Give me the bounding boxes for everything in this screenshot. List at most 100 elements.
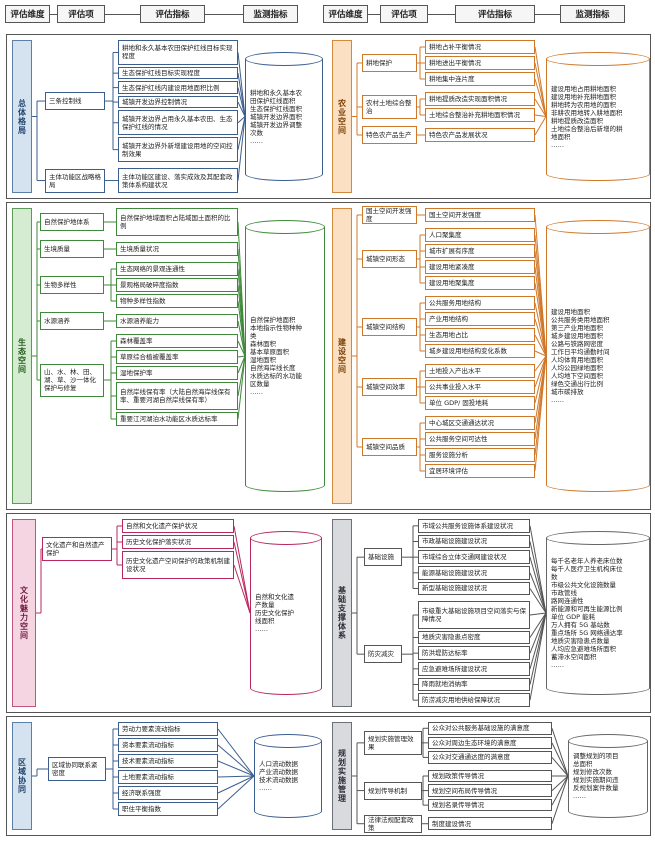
header-right-3: 监测指标: [560, 5, 625, 23]
item-1-0-2: 生物多样性: [40, 276, 104, 294]
header-left-0: 评估维度: [5, 5, 50, 23]
dimension-1-1: 建设空间: [332, 208, 352, 504]
section-frame-1: [6, 202, 651, 510]
indicator-1-1-4-2: 服务设施分析: [425, 448, 535, 462]
indicator-1-0-4-1: 草原综合植被覆盖率: [116, 350, 238, 364]
indicator-3-1-0-2: 公众对交通通达度的满意度: [428, 751, 552, 764]
indicator-3-1-1-2: 规划名录传导情况: [428, 798, 552, 812]
item-3-1-1: 规划传导机制: [364, 781, 422, 800]
cylinder-top: [245, 220, 325, 234]
item-3-1-0: 规划实施管理效果: [364, 730, 422, 755]
indicator-1-1-3-0: 土地投入产出水平: [425, 364, 535, 378]
indicator-1-0-3-0: 水源涵养能力: [116, 314, 238, 328]
monitor-cylinder-2-1: 每千名老年人养老床位数 每千人医疗卫生机构床位 数 市级公共文化设施数量 市政管…: [546, 531, 650, 695]
indicator-0-0-0-1: 生态保护红线目标实现程度: [118, 66, 238, 80]
cylinder-body: [546, 59, 650, 174]
indicator-3-1-1-0: 规划政策传导情况: [428, 769, 552, 783]
dimension-0-1: 农业空间: [332, 40, 352, 193]
item-3-0-0: 区域协同联系紧密度: [48, 757, 106, 781]
cylinder-top: [546, 52, 650, 66]
indicator-0-0-0-2: 生态保护红线内建设用地面积比例: [118, 81, 238, 94]
indicator-2-1-1-1: 地质灾害隐患点密度: [418, 630, 530, 645]
indicator-1-1-3-2: 单位 GDP/ 固投地耗: [425, 396, 535, 410]
item-1-0-1: 生境质量: [40, 240, 104, 258]
indicator-2-1-0-1: 市政基础设施建设状况: [418, 534, 530, 549]
section-frame-3: [6, 716, 651, 836]
monitor-indicators-text: 建设用地占用耕地面积 建设用地补充耕地面积 耕地转为农用地的面积 非耕农用地转入…: [551, 84, 623, 149]
indicator-1-1-4-3: 宜居环境评估: [425, 464, 535, 478]
item-0-1-1: 农村土地综合整治: [362, 95, 417, 119]
monitor-indicators-text: 人口流动数据 产业流动数据 技术流动数据 ……: [259, 760, 298, 792]
cylinder-body: [546, 538, 650, 688]
indicator-1-1-2-2: 生态用地占比: [425, 328, 535, 342]
item-1-1-3: 城镇空间效率: [362, 378, 417, 396]
indicator-1-0-0-0: 自然保护地域面积占陆域国土面积的比例: [116, 208, 238, 236]
monitor-cylinder-1-1: 建设用地面积 公共服务类用地面积 第三产业用地面积 城乡建设用地面积 公路与铁路…: [546, 220, 650, 492]
indicator-2-1-1-4: 降雨就地消纳率: [418, 677, 530, 692]
indicator-0-1-0-1: 耕地进出平衡情况: [425, 56, 535, 70]
item-2-1-0: 基础设施: [364, 548, 402, 567]
item-1-1-1: 城镇空间形态: [362, 250, 417, 268]
indicator-1-1-2-3: 城乡建设用地结构变化系数: [425, 344, 535, 358]
cylinder-body: [254, 741, 322, 811]
indicator-0-1-2-0: 特色农产品发展状况: [425, 128, 535, 142]
indicator-2-1-1-2: 防洪堤防达标率: [418, 646, 530, 660]
indicator-0-1-0-0: 耕地占补平衡情况: [425, 40, 535, 54]
monitor-cylinder-0-0: 耕地和永久基本农 田保护红线面积 生态保护红线面积 城镇开发边界面积 城镇开发边…: [245, 52, 323, 181]
indicator-0-0-1-0: 主体功能区建设、落实成效及其配套政策体系构建状况: [118, 168, 238, 193]
indicator-2-0-0-1: 历史文化保护落实状况: [122, 535, 234, 549]
cylinder-body: [245, 227, 325, 485]
indicator-1-1-2-0: 公共服务用地结构: [425, 296, 535, 310]
indicator-1-1-2-1: 产业用地结构: [425, 312, 535, 326]
cylinder-body: [250, 538, 322, 688]
indicator-1-1-0-0: 国土空间开发强度: [425, 208, 535, 222]
item-1-1-2: 城镇空间结构: [362, 318, 417, 336]
indicator-0-1-1-0: 耕地提质改造实现面积情况: [425, 92, 535, 106]
indicator-2-1-1-0: 市级重大基础设施项目空间落实与保障情况: [418, 601, 530, 629]
monitor-indicators-text: 耕地和永久基本农 田保护红线面积 生态保护红线面积 城镇开发边界面积 城镇开发边…: [250, 88, 302, 145]
indicator-2-1-0-3: 能源基础设施建设状况: [418, 566, 530, 580]
monitor-cylinder-3-0: 人口流动数据 产业流动数据 技术流动数据 ……: [254, 734, 322, 818]
cylinder-body: [568, 741, 648, 811]
indicator-1-1-1-2: 建设用地紧凑度: [425, 260, 535, 274]
item-0-1-2: 特色农产品生产: [362, 126, 417, 144]
indicator-2-1-0-0: 市域公共服务设施体系建设状况: [418, 519, 530, 533]
dimension-1-0: 生态空间: [12, 208, 32, 504]
dimension-3-1: 规划实施管理: [332, 722, 352, 830]
indicator-1-1-3-1: 公共事业投入水平: [425, 380, 535, 394]
indicator-3-0-0-0: 劳动力要素流动指标: [118, 722, 218, 736]
item-0-0-1: 主体功能区战略格局: [45, 168, 105, 193]
indicator-0-1-0-2: 耕地集中连片度: [425, 72, 535, 86]
monitor-indicators-text: 调整规划的项目 总面积 规划修改次数 规划实施期间违 反规划案件数量 ……: [573, 752, 619, 800]
indicator-1-1-4-1: 公共服务空间可达性: [425, 432, 535, 446]
cylinder-body: [245, 59, 323, 174]
section-frame-2: [6, 513, 651, 713]
indicator-1-0-4-0: 森林覆盖率: [116, 334, 238, 348]
dimension-2-1: 基础支撑体系: [332, 519, 352, 707]
monitor-indicators-text: 自然和文化遗 产数量 历史文化保护 线面积 ……: [255, 593, 294, 633]
indicator-3-0-0-1: 资本要素流动指标: [118, 738, 218, 752]
indicator-1-0-4-3: 自然岸线保有率（大陆自然海岸线保有率、重要河湖自然岸线保有率）: [116, 382, 238, 410]
indicator-1-1-4-0: 中心城区交通通达状况: [425, 416, 535, 430]
indicator-0-0-0-5: 城镇开发边界外新增建设用地的空间控制效果: [118, 137, 238, 163]
item-1-0-3: 水源涵养: [40, 312, 104, 330]
monitor-indicators-text: 每千名老年人养老床位数 每千人医疗卫生机构床位 数 市级公共文化设施数量 市政管…: [551, 557, 623, 669]
section-frame-0: [6, 34, 651, 199]
indicator-0-1-1-1: 土地综合整治补充耕地面积情况: [425, 108, 535, 122]
indicator-0-0-0-0: 耕地和永久基本农田保护红线目标实现程度: [118, 40, 238, 65]
dimension-0-0: 总体格局: [12, 40, 32, 193]
indicator-1-0-2-0: 生态网络的景观连通性: [116, 262, 238, 276]
cylinder-top: [546, 220, 650, 234]
indicator-1-1-1-3: 建设用地聚集度: [425, 276, 535, 290]
indicator-1-0-4-2: 湿地保护率: [116, 366, 238, 380]
monitor-cylinder-2-0: 自然和文化遗 产数量 历史文化保护 线面积 ……: [250, 531, 322, 695]
dimension-2-0: 文化魅力空间: [12, 519, 36, 707]
item-1-1-0: 国土空间开发强度: [362, 206, 417, 224]
indicator-3-0-0-4: 经济联系强度: [118, 786, 218, 800]
header-left-3: 监测指标: [243, 5, 298, 23]
monitor-cylinder-3-1: 调整规划的项目 总面积 规划修改次数 规划实施期间违 反规划案件数量 ……: [568, 734, 648, 818]
monitor-cylinder-1-0: 自然保护地面积 本地指示性物种种 类 森林面积 基本草原面积 湿地面积 自然海岸…: [245, 220, 325, 492]
item-0-0-0: 三条控制线: [45, 92, 105, 111]
indicator-1-0-1-0: 生境质量状况: [116, 242, 238, 256]
cylinder-top: [245, 52, 323, 66]
